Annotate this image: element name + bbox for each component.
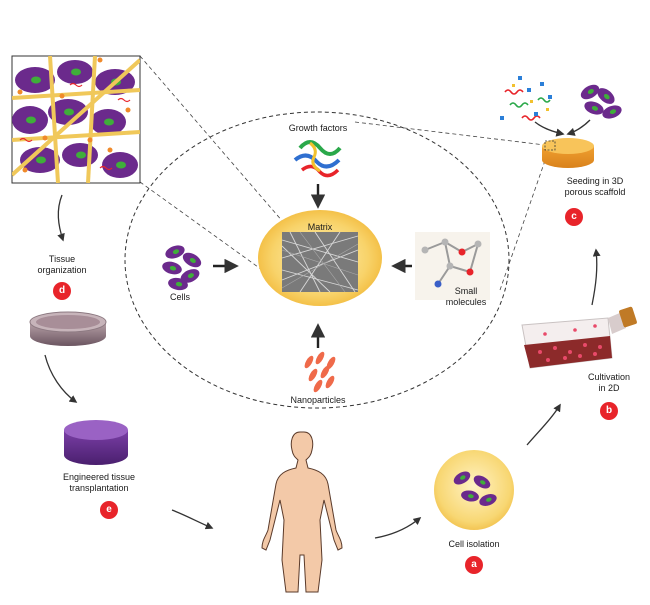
cell-isolation-icon [434, 450, 514, 530]
tissue-inset [11, 55, 141, 184]
seeding-arrows [534, 119, 591, 137]
label-engineered-tissue: Engineered tissue transplantation [62, 472, 136, 493]
arrow-dish-to-engineered [44, 354, 78, 403]
label-seeding: Seeding in 3D porous scaffold [564, 176, 626, 197]
seeding-cells-icon [578, 81, 624, 122]
small-molecules-image [415, 232, 490, 300]
arrow-inset-to-organization [57, 194, 65, 242]
central-dashed-oval [124, 111, 510, 409]
label-tissue-organization: Tissue organization [37, 254, 87, 275]
step-badge-a: a [465, 556, 483, 574]
engineered-tissue-disk-icon [64, 420, 128, 465]
matrix-fiber-image [281, 231, 359, 293]
step-badge-e: e [100, 501, 118, 519]
seeding-factors-icon [500, 76, 552, 121]
cells-cluster [160, 242, 204, 292]
label-nanoparticles: Nanoparticles [290, 395, 346, 405]
arrow-human-to-isolation [374, 517, 422, 539]
cycle-arrows [44, 194, 601, 539]
label-small-molecules: Small molecules [445, 286, 487, 307]
petri-dish-icon [29, 311, 107, 346]
arrow-isolation-to-cultivation [526, 403, 561, 446]
inner-arrows [213, 184, 412, 348]
step-badge-c: c [565, 208, 583, 226]
arrow-engineered-to-human [171, 509, 214, 530]
human-figure-icon [261, 431, 343, 593]
label-cell-isolation: Cell isolation [448, 539, 500, 549]
zoom-line-top [139, 55, 291, 231]
step-badge-b: b [600, 402, 618, 420]
porous-scaffold-icon [542, 138, 594, 168]
label-growth-factors: Growth factors [288, 123, 348, 133]
step-badge-d: d [53, 282, 71, 300]
label-cells: Cells [169, 292, 190, 302]
culture-flask-icon [521, 306, 637, 369]
scaffold-line-top [354, 121, 546, 146]
label-cultivation: Cultivation in 2D [587, 372, 631, 393]
growth-factor-protein-icon [293, 140, 342, 178]
arrow-cultivation-to-seeding [591, 248, 601, 306]
label-matrix: Matrix [307, 222, 333, 232]
scaffold-line-bottom [499, 151, 549, 291]
nanoparticles-icon [304, 351, 336, 393]
